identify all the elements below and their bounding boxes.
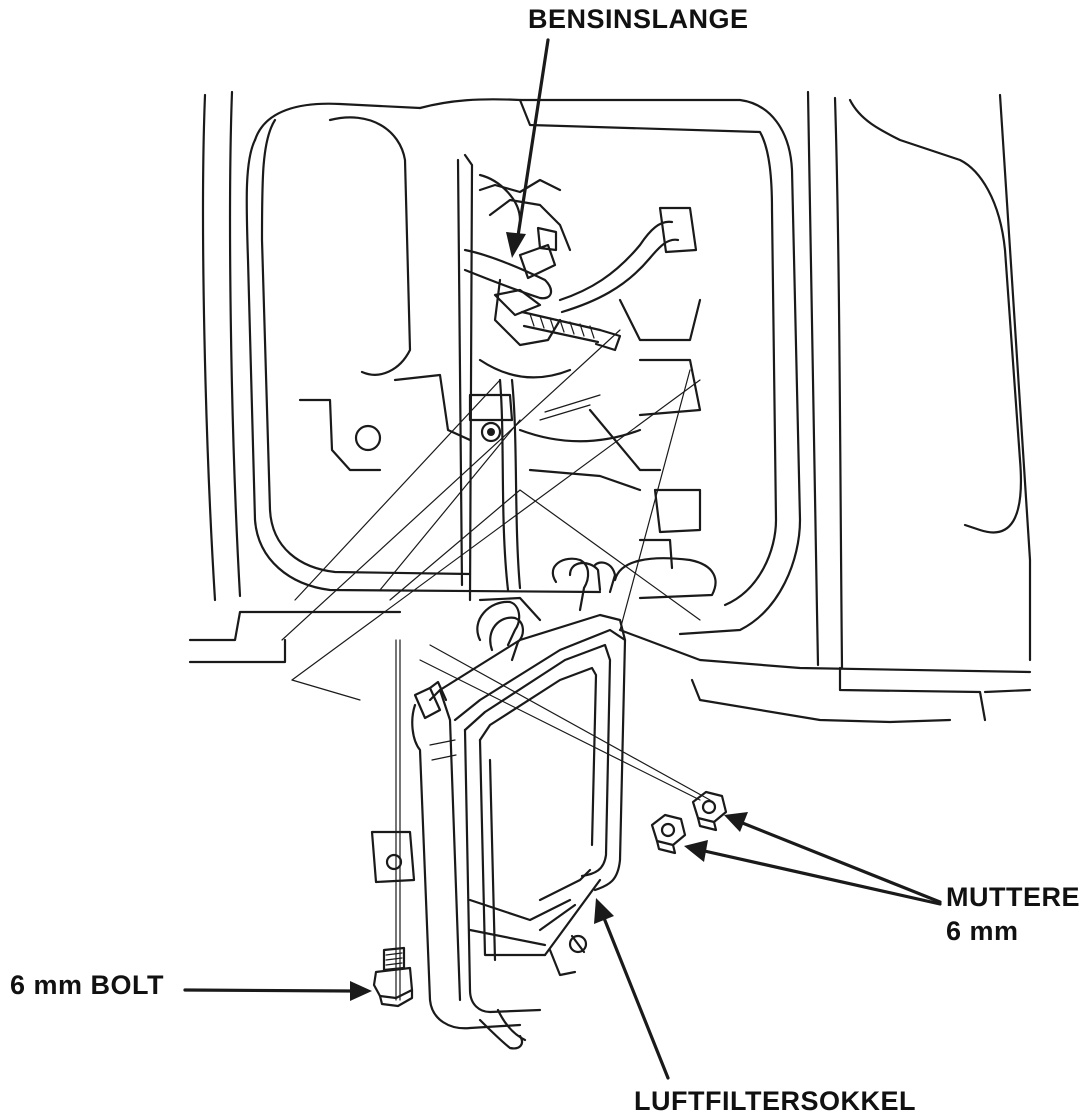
label-fuel-hose: BENSINSLANGE	[528, 4, 749, 34]
label-nuts-size: 6 mm	[946, 916, 1019, 946]
nut-upper	[691, 790, 728, 832]
nut-upper-arrowhead	[724, 812, 748, 832]
air-filter-base-leader	[602, 916, 670, 1080]
fuel-hose-leader	[516, 38, 550, 238]
label-bolt: 6 mm BOLT	[10, 970, 165, 1000]
air-filter-base	[370, 557, 627, 1050]
nut-upper-leader	[738, 820, 942, 904]
exploded-view-guides	[281, 329, 711, 1001]
bolt-leader	[183, 988, 354, 993]
fuel-hose-clamp	[493, 288, 622, 352]
label-air-filter-base: LUFTFILTERSOKKEL	[634, 1086, 916, 1116]
bolt-6mm	[372, 946, 414, 1008]
bolt-arrowhead	[350, 981, 372, 1001]
nut-lower-arrowhead	[684, 840, 708, 862]
air-filter-base-arrowhead	[594, 898, 614, 924]
fuel-hose-arrowhead	[506, 232, 526, 258]
callout-arrows	[183, 38, 942, 1080]
nut-lower	[650, 813, 687, 855]
nut-lower-leader	[698, 848, 942, 906]
engine-internals	[298, 116, 717, 622]
engine-housing	[188, 90, 1032, 724]
label-nuts: MUTTERE	[946, 882, 1080, 912]
